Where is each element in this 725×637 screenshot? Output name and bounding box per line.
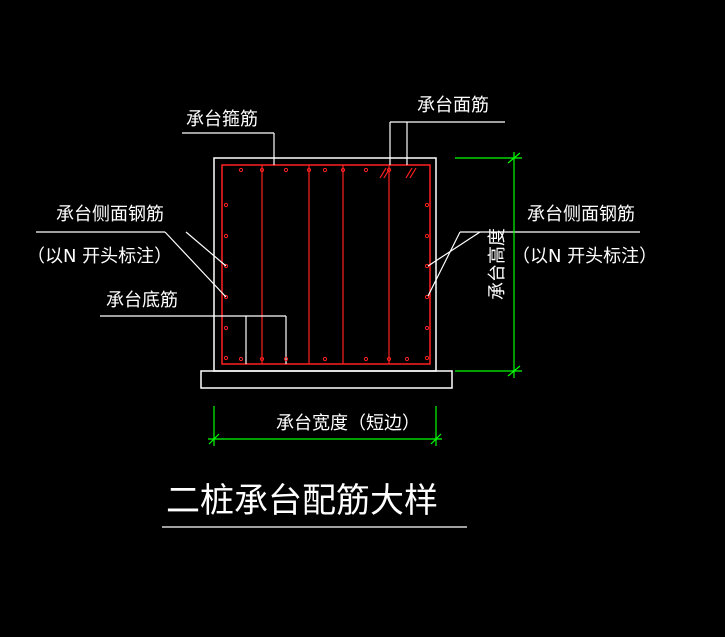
label-width-dimension: 承台宽度（短边） [276, 413, 420, 434]
rebar-dot [363, 167, 369, 173]
rebar-dot [223, 263, 229, 269]
rebar-dot [322, 167, 328, 173]
rebar-dot [238, 167, 244, 173]
rebar-dots [223, 167, 430, 362]
rebar-dot [259, 167, 265, 173]
rebar-dot [223, 233, 229, 239]
rebar-dot [223, 202, 229, 208]
stirrup-outline [221, 164, 431, 365]
drawing-title: 二桩承台配筋大样 [166, 481, 438, 521]
rebar-dot [223, 355, 229, 361]
label-side-bar-right-note: （以N 开头标注） [512, 246, 657, 267]
rebar-dot [322, 356, 328, 362]
stirrup-legs [261, 165, 390, 364]
label-height-dimension: 承台高度 [487, 228, 508, 300]
rebar-dot [386, 167, 392, 173]
rebar-dot [363, 356, 369, 362]
rebar-dot [223, 325, 229, 331]
rebar-dot [238, 356, 244, 362]
label-bottom-bar: 承台底筋 [106, 290, 178, 311]
leader-stirrup [182, 132, 275, 165]
leader-side-bar-left [36, 231, 227, 298]
top-bar-markers [379, 167, 417, 179]
rebar-dot [340, 167, 346, 173]
cushion-base [200, 370, 453, 389]
rebar-dot [223, 294, 229, 300]
label-side-bar-right: 承台侧面钢筋 [527, 204, 635, 225]
rebar-dot [404, 356, 410, 362]
rebar-dot [424, 233, 430, 239]
pile-cap-outline [213, 157, 437, 372]
rebar-dot [259, 356, 265, 362]
rebar-dot [283, 356, 289, 362]
label-side-bar-left: 承台侧面钢筋 [56, 204, 164, 225]
label-top-bar: 承台面筋 [417, 95, 489, 116]
label-side-bar-left-note: （以N 开头标注） [27, 246, 172, 267]
bottom-bar-detail [245, 315, 287, 364]
leader-side-bar-right [427, 231, 640, 297]
rebar-dot [424, 202, 430, 208]
leader-top-bar [389, 121, 505, 165]
width-dimension [208, 406, 442, 446]
label-stirrup: 承台箍筋 [186, 109, 258, 130]
rebar-dot [424, 294, 430, 300]
rebar-dot [386, 356, 392, 362]
rebar-dot [306, 167, 312, 173]
rebar-dot [283, 167, 289, 173]
height-dimension [455, 152, 522, 378]
rebar-dot [424, 355, 430, 361]
rebar-dot [424, 325, 430, 331]
